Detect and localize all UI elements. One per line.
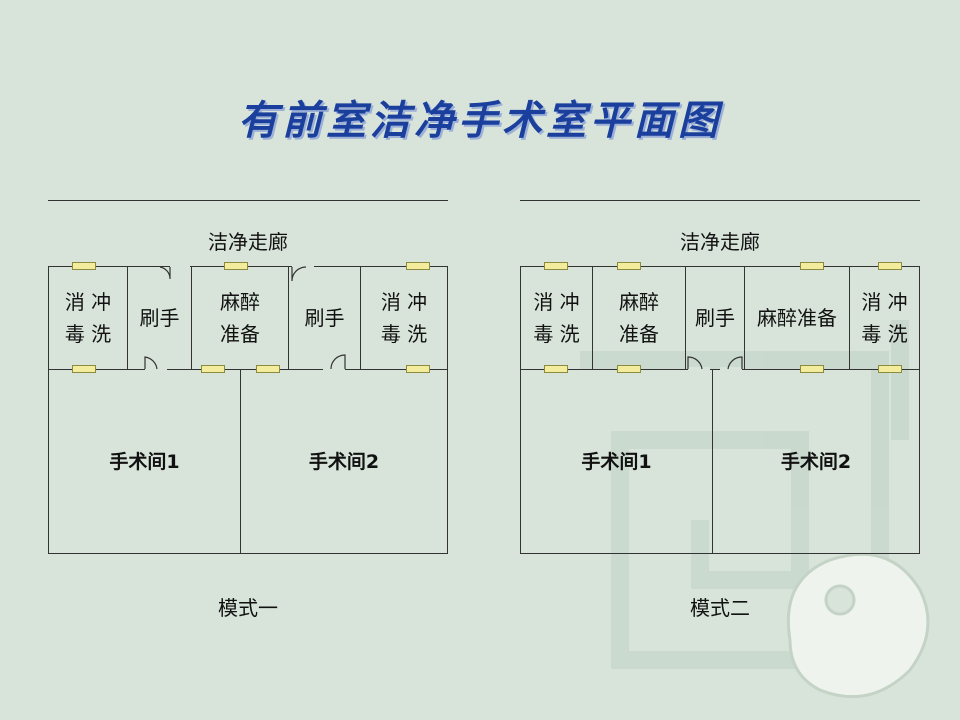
light-fixture <box>878 262 902 270</box>
mode-label: 模式一 <box>218 596 278 620</box>
light-fixture <box>617 365 641 373</box>
room-disinfect-1: 消 冲 毒 洗 <box>520 266 593 370</box>
door-gap <box>720 367 742 371</box>
page-title: 有前室洁净手术室平面图 <box>238 98 722 144</box>
door-gap <box>145 367 167 371</box>
door-swings <box>144 266 346 370</box>
door-gap <box>292 264 314 268</box>
light-fixture <box>800 365 824 373</box>
light-fixture <box>72 365 96 373</box>
corridor-wall <box>48 200 448 201</box>
floor-plan-mode-one: 洁净走廊 消 冲 毒 洗 刷手 麻醉 准备 刷手 消 冲 毒 洗 手术间1 手术… <box>48 190 448 620</box>
door-gap <box>688 367 710 371</box>
light-fixture <box>224 262 248 270</box>
light-fixture <box>72 262 96 270</box>
corridor-wall <box>520 200 920 201</box>
light-fixture <box>544 365 568 373</box>
corridor-label: 洁净走廊 <box>208 230 288 254</box>
light-fixture <box>878 365 902 373</box>
background-ornament <box>580 320 930 699</box>
light-fixture <box>800 262 824 270</box>
light-fixture <box>617 262 641 270</box>
mode-label: 模式二 <box>690 596 750 620</box>
room-disinfect-2: 消 冲 毒 洗 <box>360 266 448 370</box>
light-fixture <box>406 262 430 270</box>
light-fixture <box>406 365 430 373</box>
door-gap <box>323 367 345 371</box>
light-fixture <box>256 365 280 373</box>
door-swings <box>687 356 743 370</box>
corridor-label: 洁净走廊 <box>680 230 760 254</box>
light-fixture <box>201 365 225 373</box>
door-gap <box>170 264 190 268</box>
light-fixture <box>544 262 568 270</box>
floor-plan-mode-two: 洁净走廊 消 冲 毒 洗 麻醉 准备 刷手 麻醉准备 消 冲 毒 洗 手术间1 … <box>520 190 920 620</box>
